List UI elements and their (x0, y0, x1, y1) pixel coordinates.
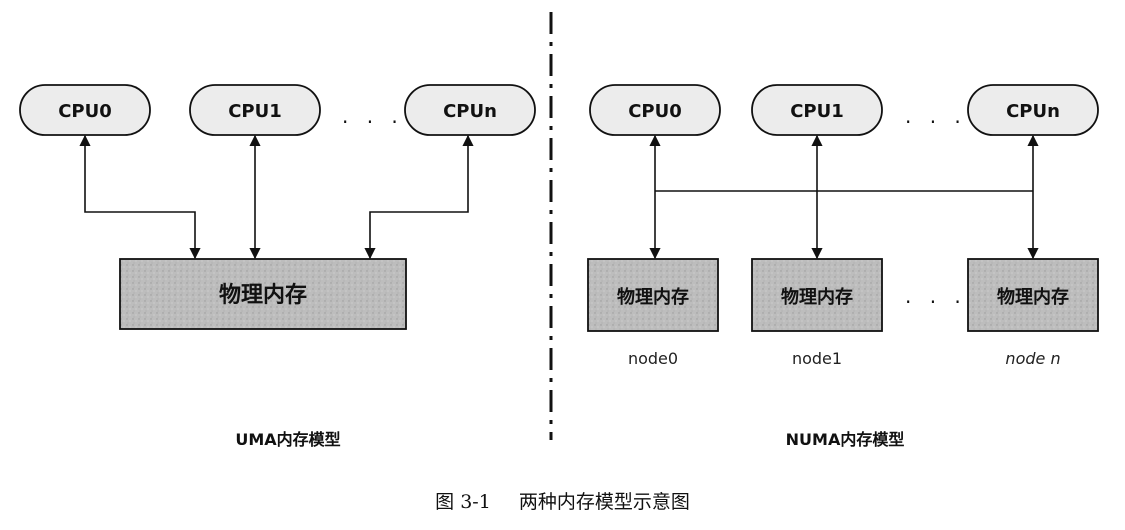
numa-model-label: NUMA内存模型 (786, 430, 905, 449)
numa-noden-label: node n (1005, 349, 1060, 368)
uma-ellipsis: . . . (342, 104, 404, 128)
numa-node1-memory-label: 物理内存 (781, 286, 853, 308)
numa-cpu1-label: CPU1 (790, 101, 844, 122)
numa-ellipsis-nodes: . . . (905, 284, 967, 308)
numa-cpun: CPUn (967, 84, 1099, 136)
uma-model-label: UMA内存模型 (235, 430, 340, 449)
uma-physical-memory: 物理内存 (119, 258, 407, 330)
figure-caption: 图 3-1 两种内存模型示意图 (0, 487, 1125, 514)
numa-node0-label: node0 (628, 349, 678, 368)
uma-link-cpu0 (79, 134, 201, 260)
numa-cpu1: CPU1 (751, 84, 883, 136)
numa-cpun-label: CPUn (1006, 101, 1060, 122)
uma-cpu0: CPU0 (19, 84, 151, 136)
uma-cpun: CPUn (404, 84, 536, 136)
numa-ellipsis-cpus: . . . (905, 104, 967, 128)
numa-node0-memory: 物理内存 (587, 258, 719, 332)
numa-noden-memory-label: 物理内存 (997, 286, 1069, 308)
uma-cpun-label: CPUn (443, 101, 497, 122)
uma-memory-label: 物理内存 (219, 282, 307, 308)
numa-cpu0-label: CPU0 (628, 101, 682, 122)
numa-noden-memory: 物理内存 (967, 258, 1099, 332)
numa-node0-memory-label: 物理内存 (617, 286, 689, 308)
uma-cpu0-label: CPU0 (58, 101, 112, 122)
figure-title: 两种内存模型示意图 (518, 491, 690, 513)
numa-cpu0: CPU0 (589, 84, 721, 136)
uma-cpu1: CPU1 (189, 84, 321, 136)
numa-node1-label: node1 (792, 349, 842, 368)
figure-number: 图 3-1 (435, 491, 491, 513)
uma-cpu1-label: CPU1 (228, 101, 282, 122)
uma-section: CPU0 CPU1 CPUn . . . 物理内存 UMA内存模型 (19, 84, 536, 449)
numa-section: CPU0 CPU1 CPUn . . . 物理内存 物理内存 . . . 物理 (587, 84, 1099, 449)
uma-link-cpun (364, 134, 474, 260)
numa-node1-memory: 物理内存 (751, 258, 883, 332)
